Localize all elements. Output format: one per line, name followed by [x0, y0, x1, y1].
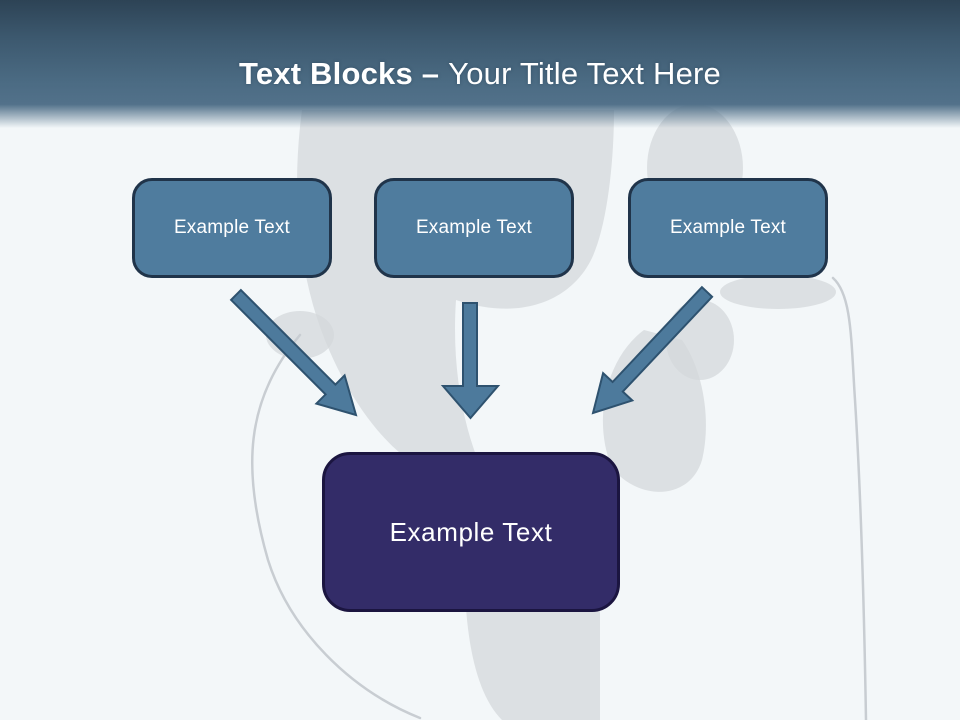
- arrow-right-diagonal: [591, 285, 714, 415]
- text-block-3-label: Example Text: [669, 217, 787, 238]
- arrow-middle-down: [440, 302, 501, 420]
- silhouette-hand: [720, 275, 836, 309]
- text-block-1: Example Text: [132, 178, 332, 278]
- text-block-2: Example Text: [374, 178, 574, 278]
- arrow-left-diagonal: [229, 288, 358, 417]
- jump-rope-left: [250, 333, 422, 720]
- title-band: [0, 0, 960, 132]
- slide-title-text: Your Title Text Here: [448, 56, 721, 91]
- slide-title: Text Blocks –Your Title Text Here: [0, 54, 960, 94]
- summary-block: Example Text: [322, 452, 620, 612]
- silhouette-leg-shoe: [466, 608, 600, 720]
- summary-block-label: Example Text: [389, 516, 553, 547]
- text-block-2-label: Example Text: [415, 217, 533, 238]
- text-block-3: Example Text: [628, 178, 828, 278]
- text-block-1-label: Example Text: [173, 217, 291, 238]
- jump-rope-right: [831, 276, 868, 720]
- slide-title-emphasis: Text Blocks –: [239, 56, 440, 91]
